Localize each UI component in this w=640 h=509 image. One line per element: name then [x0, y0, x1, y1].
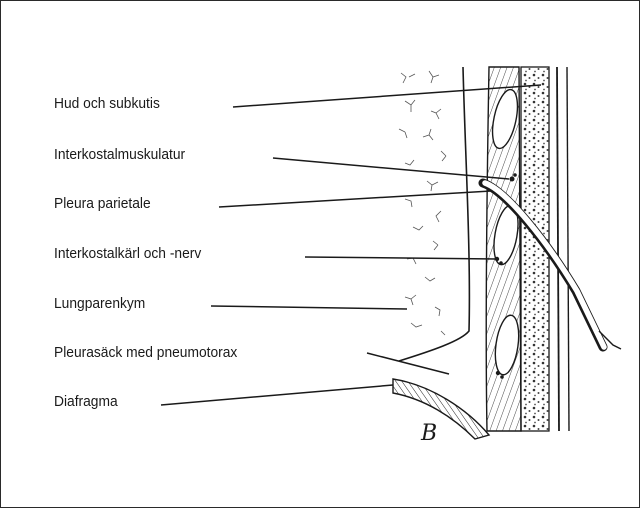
leader-pleura: [219, 191, 491, 207]
skin-line-inner: [557, 67, 559, 431]
label-parietal-pleura: Pleura parietale: [54, 195, 151, 212]
lung-outline: [399, 67, 469, 361]
leader-diaphragm: [161, 385, 393, 405]
label-skin: Hud och subkutis: [54, 95, 160, 112]
leader-muscle: [273, 158, 509, 179]
skin-line-outer: [567, 67, 569, 431]
label-diaphragm: Diafragma: [54, 393, 118, 410]
label-intercostal-vessels: Interkostalkärl och -nerv: [54, 245, 201, 262]
label-pleural-sac: Pleurasäck med pneumotorax: [54, 344, 237, 361]
label-intercostal-muscles: Interkostalmuskulatur: [54, 146, 185, 163]
artist-signature: B: [421, 421, 437, 446]
label-lung-parenchyma: Lungparenkym: [54, 295, 145, 312]
lung-texture: [399, 71, 446, 335]
leader-pleural-sac: [367, 353, 449, 374]
leader-lung: [211, 306, 407, 309]
diaphragm-shape: [393, 379, 489, 439]
